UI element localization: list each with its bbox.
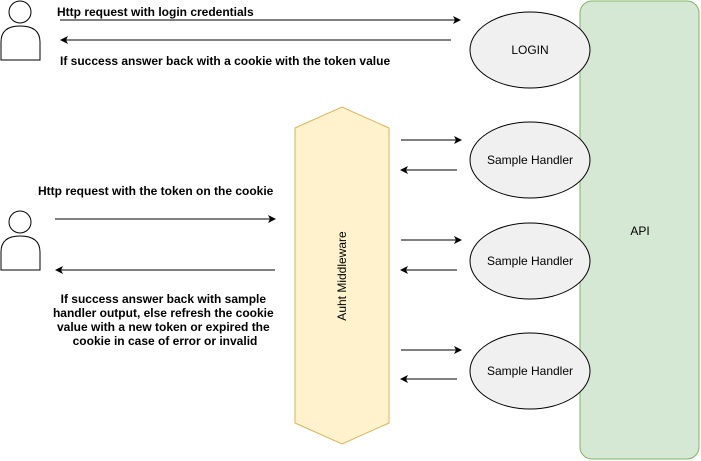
sample-handler-label: Sample Handler <box>487 254 573 268</box>
api-container: API <box>579 0 700 460</box>
sample-handler-label: Sample Handler <box>487 364 573 378</box>
user-icon <box>0 210 41 271</box>
middleware-label: Auht Middleware <box>335 231 349 321</box>
token-response-line: handler output, else refresh the cookie <box>53 306 274 320</box>
user-icon-head <box>8 210 32 234</box>
user-icon-body <box>0 235 41 271</box>
login-ellipse <box>469 11 591 89</box>
api-label: API <box>630 224 649 238</box>
user-icon <box>0 0 41 61</box>
sample-handler-1: Sample Handler <box>469 121 591 199</box>
middleware-hexagon <box>294 106 390 445</box>
sample-handler-label: Sample Handler <box>487 153 573 167</box>
token-response-line: value with a new token or expired the <box>57 320 270 334</box>
login-label: LOGIN <box>511 43 548 57</box>
auth-middleware: Auht Middleware <box>294 106 390 445</box>
token-response-line: cookie in case of error or invalid <box>73 334 258 348</box>
sample-handler-ellipse <box>469 332 591 410</box>
token-request-label: Http request with the token on the cooki… <box>38 184 274 198</box>
login-node: LOGIN <box>469 11 591 89</box>
sample-handler-3: Sample Handler <box>469 332 591 410</box>
token-response-label: If success answer back with sample handl… <box>53 292 277 348</box>
sample-handler-ellipse <box>469 121 591 199</box>
login-request-label: Http request with login credentials <box>57 5 254 19</box>
api-box <box>579 0 700 460</box>
user-icon-head <box>8 0 32 24</box>
login-response-label: If success answer back with a cookie wit… <box>60 54 390 68</box>
user-icon-body <box>0 25 41 61</box>
sample-handler-ellipse <box>469 222 591 300</box>
token-response-line: If success answer back with sample <box>61 292 267 306</box>
sample-handler-2: Sample Handler <box>469 222 591 300</box>
